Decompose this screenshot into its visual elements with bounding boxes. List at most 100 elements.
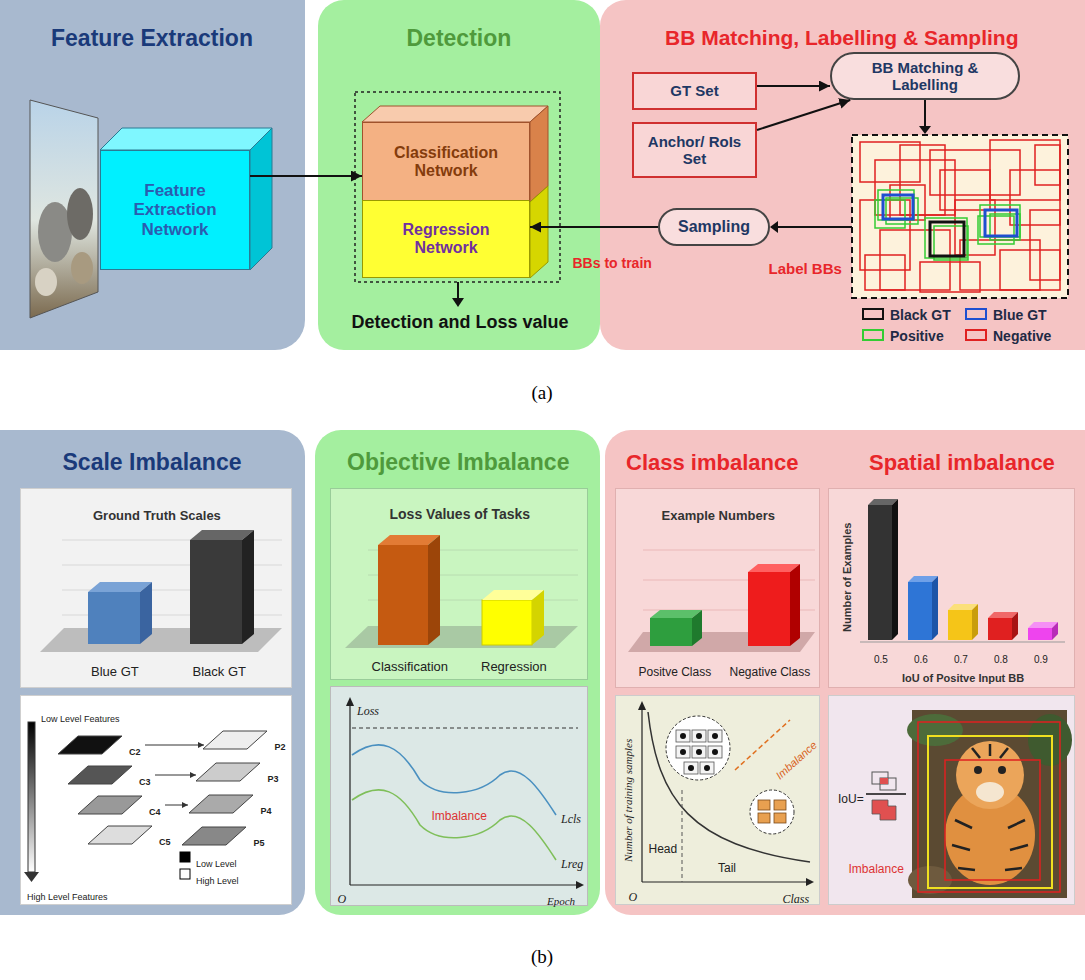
- figure-text: Ground Truth Scales: [93, 509, 221, 524]
- panel-band: Objective ImbalanceLoss Values of TasksC…: [315, 430, 600, 915]
- panel-band: DetectionClassification NetworkRegressio…: [318, 0, 600, 350]
- figure-text: Epoch: [547, 895, 575, 908]
- scale-bar-chart: [88, 582, 152, 592]
- long-tail-plot: [638, 701, 646, 710]
- figure-text: Tail: [718, 862, 736, 876]
- long-tail-plot: [680, 733, 686, 739]
- labelled-boxes-image: [940, 170, 990, 210]
- feature-pyramid: [165, 805, 188, 806]
- figure-text: Classification: [372, 660, 449, 675]
- class-bar-chart: [650, 610, 702, 618]
- feature-pyramid: [203, 731, 267, 749]
- long-tail-plot: [696, 733, 702, 739]
- flow-arrow: [457, 282, 459, 300]
- feature-pyramid: [180, 852, 190, 862]
- connector-arrow: [757, 85, 830, 87]
- feature-pyramid: [58, 736, 122, 754]
- labelled-boxes-image: [890, 185, 925, 220]
- connector-arrow: [250, 175, 362, 177]
- iou-bar-chart: [932, 576, 938, 640]
- figure-text: Imbalance: [849, 863, 904, 877]
- iou-figure: [945, 785, 1035, 885]
- loss-curve-plot: [350, 884, 578, 885]
- box-label: BB Matching & Labelling: [838, 59, 1012, 94]
- panel-band: Feature ExtractionFeature Extraction Net…: [0, 0, 305, 350]
- labelled-boxes-image: [883, 195, 913, 219]
- panel-band: BB Matching, Labelling & SamplingGT SetA…: [600, 0, 1085, 350]
- iou-bar-chart: [1028, 622, 1058, 628]
- input-photo: [30, 100, 98, 318]
- iou-figure: [958, 868, 975, 870]
- loss-bar-chart: [368, 550, 578, 600]
- figure-text: Imbalance: [773, 738, 819, 781]
- long-tail-plot: [735, 720, 790, 770]
- iou-bar-chart: [1028, 628, 1052, 640]
- figure-text: P2: [275, 742, 286, 752]
- feature-pyramid: [24, 722, 267, 882]
- class-bar-chart: [748, 564, 800, 572]
- iou-bar-chart: [972, 604, 978, 640]
- bar-chart: Loss Values of TasksClassificationRegres…: [330, 488, 588, 680]
- class-bar-chart: [643, 580, 815, 581]
- loss-bar-chart: [532, 590, 544, 645]
- iou-figure: [955, 820, 972, 828]
- figure-text: Number of Examples: [841, 522, 854, 631]
- class-bar-chart: [692, 610, 702, 646]
- iou-figure: [952, 744, 1028, 870]
- long-tail-plot: [684, 762, 698, 774]
- iou-figure: [866, 793, 906, 795]
- iou-figure: [976, 782, 1004, 802]
- input-photo: [71, 252, 93, 284]
- iou-figure: [1008, 820, 1025, 828]
- long-tail-plot: [692, 730, 706, 742]
- iou-figure: [1010, 845, 1028, 850]
- labelled-boxes-image: [960, 240, 1040, 290]
- iou-figure: [974, 766, 982, 774]
- labelled-boxes-image: [925, 218, 967, 258]
- figure-text: Example Numbers: [662, 509, 775, 524]
- long-tail-plot: [750, 790, 794, 834]
- long-tail-plot: [688, 765, 694, 771]
- long-tail-plot: [708, 730, 722, 742]
- scale-bar-chart: [88, 592, 140, 644]
- class-bar-chart: [628, 632, 815, 652]
- panel-band: Scale ImbalanceGround Truth ScalesBlue G…: [0, 430, 305, 915]
- figure-text: Loss Values of Tasks: [390, 506, 531, 522]
- feature-pyramid: [145, 745, 204, 746]
- iou-figure: [880, 778, 888, 784]
- iou-bar-chart: [860, 499, 1065, 642]
- panel-band: Class imbalanceSpatial imbalanceExample …: [605, 430, 1085, 915]
- input-photo: [67, 188, 93, 240]
- figure-text: Lcls: [561, 813, 581, 827]
- cube-faces: [100, 128, 272, 150]
- loss-curve-plot: [352, 790, 556, 860]
- iou-figure: [866, 710, 1072, 898]
- panel-heading: Detection: [407, 25, 512, 51]
- set-box: Anchor/ RoIs Set: [632, 122, 757, 178]
- loss-curve-plot: [349, 704, 350, 885]
- feature-pyramid: [189, 795, 253, 813]
- scale-bar-chart: [190, 540, 242, 644]
- box-label: Anchor/ RoIs Set: [640, 133, 749, 168]
- edge-label: BBs to train: [573, 255, 652, 271]
- labelled-boxes-image: [1010, 170, 1060, 225]
- figure-text: C5: [159, 837, 171, 847]
- input-photo: [38, 202, 72, 262]
- labelled-boxes-image: [860, 142, 920, 182]
- iou-figure: [972, 748, 980, 758]
- bar-chart: Example NumbersPositve ClassNegative Cla…: [615, 488, 820, 688]
- figure-text: Blue GT: [91, 665, 139, 680]
- panel-heading: Spatial imbalance: [869, 450, 1055, 475]
- figure-text: 0.9: [1034, 654, 1048, 666]
- iou-figure: [1028, 714, 1072, 766]
- long-tail-plot: [758, 800, 786, 823]
- class-bar-chart: [748, 572, 790, 646]
- labelled-boxes-image: [934, 226, 968, 260]
- legend-text: Blue GT: [993, 307, 1047, 323]
- long-tail-plot: [642, 881, 808, 882]
- loss-bar-chart: [368, 575, 578, 576]
- long-tail-plot: [676, 730, 722, 774]
- figure-label: Detection and Loss value: [352, 312, 569, 333]
